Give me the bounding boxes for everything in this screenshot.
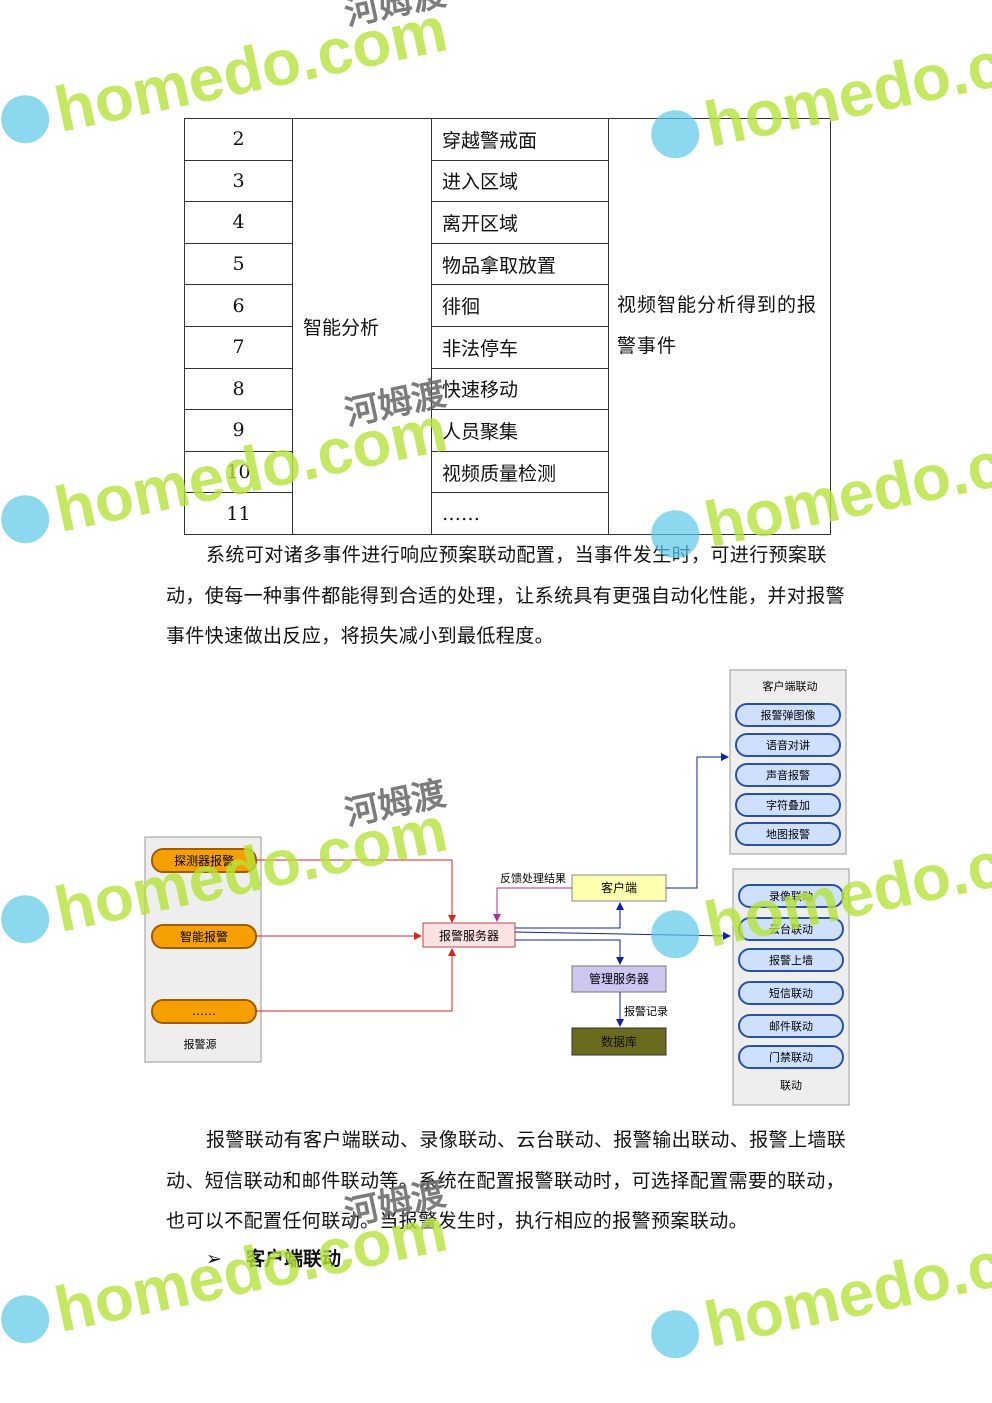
source-more: …… bbox=[151, 999, 257, 1024]
client-linkage-item: 地图报警 bbox=[735, 822, 841, 846]
svg-text:录像联动: 录像联动 bbox=[769, 890, 813, 903]
client-linkage-item: 字符叠加 bbox=[735, 793, 841, 817]
alarm-linkage-diagram: 探测器报警 智能报警 …… 报警源 报警服务器 客户端 反馈处理结果 管理服务器… bbox=[144, 669, 850, 1106]
flower-logo-icon bbox=[1, 1295, 50, 1344]
source-detector: 探测器报警 bbox=[151, 848, 257, 873]
svg-text:地图报警: 地图报警 bbox=[766, 827, 810, 841]
feedback-label: 反馈处理结果 bbox=[500, 872, 566, 885]
svg-text:字符叠加: 字符叠加 bbox=[766, 798, 810, 812]
event-cell: 进入区域 bbox=[431, 159, 609, 203]
table-row: 2 智能分析 穿越警戒面 视频智能分析得到的报警事件 bbox=[184, 118, 831, 535]
arrow-to-client-linkage bbox=[666, 753, 729, 889]
row-number: 5 bbox=[184, 242, 293, 286]
svg-text:邮件联动: 邮件联动 bbox=[769, 1020, 813, 1033]
table-row: 8 快速移动 bbox=[184, 367, 831, 411]
row-number: 8 bbox=[184, 367, 293, 411]
event-cell: …… bbox=[431, 492, 609, 535]
arrow-feedback bbox=[493, 887, 572, 922]
svg-text:客户端: 客户端 bbox=[601, 880, 637, 895]
svg-text:声音报警: 声音报警 bbox=[766, 768, 810, 782]
row-number: 11 bbox=[184, 492, 293, 535]
client-node: 客户端 bbox=[571, 874, 667, 902]
table-row: 7 非法停车 bbox=[184, 325, 831, 369]
event-cell: 视频质量检测 bbox=[431, 450, 609, 494]
row-number: 9 bbox=[184, 409, 293, 452]
alarm-record-label: 报警记录 bbox=[624, 1004, 668, 1018]
flower-logo-icon bbox=[651, 1310, 700, 1359]
event-cell: 人员聚集 bbox=[431, 409, 609, 452]
event-cell: 非法停车 bbox=[431, 325, 609, 369]
arrow-more bbox=[256, 948, 456, 1012]
table-row: 6 徘徊 bbox=[184, 284, 831, 327]
flower-logo-icon bbox=[1, 95, 50, 144]
svg-text:探测器报警: 探测器报警 bbox=[174, 853, 234, 868]
description-cell: 视频智能分析得到的报警事件 bbox=[608, 118, 831, 535]
table-row: 11 …… bbox=[184, 492, 831, 535]
event-cell: 离开区域 bbox=[431, 201, 609, 244]
svg-text:河姆渡: 河姆渡 bbox=[341, 0, 449, 34]
alarm-event-table: 2 智能分析 穿越警戒面 视频智能分析得到的报警事件 3 进入区域 4 离开区域 5… bbox=[184, 118, 831, 535]
alarm-server-node: 报警服务器 bbox=[422, 922, 516, 948]
table-row: 4 离开区域 bbox=[184, 201, 831, 244]
heading-text: 客户端联动 bbox=[246, 1248, 342, 1270]
svg-text:报警服务器: 报警服务器 bbox=[439, 928, 499, 943]
svg-text:短信联动: 短信联动 bbox=[769, 986, 813, 1000]
row-number: 6 bbox=[184, 284, 293, 327]
event-cell: 物品拿取放置 bbox=[431, 242, 609, 286]
linkage-item: 邮件联动 bbox=[738, 1014, 844, 1038]
linkage-item: 云台联动 bbox=[738, 917, 844, 941]
row-number: 10 bbox=[184, 450, 293, 494]
client-linkage-item: 报警弹图像 bbox=[735, 703, 841, 727]
paragraph-text: 报警联动有客户端联动、录像联动、云台联动、报警输出联动、报警上墙联动、短信联动和… bbox=[166, 1129, 847, 1232]
row-number: 2 bbox=[184, 118, 293, 161]
svg-text:……: …… bbox=[192, 1004, 216, 1018]
linkage-item: 报警上墙 bbox=[738, 948, 844, 972]
database-node: 数据库 bbox=[571, 1027, 667, 1056]
mgmt-server-node: 管理服务器 bbox=[571, 965, 667, 993]
paragraph-linkage-config: 系统可对诸多事件进行响应预案联动配置，当事件发生时，可进行预案联动，使每一种事件… bbox=[166, 535, 854, 657]
svg-text:报警弹图像: 报警弹图像 bbox=[761, 708, 816, 722]
linkage-title: 联动 bbox=[780, 1079, 802, 1092]
svg-text:语音对讲: 语音对讲 bbox=[766, 738, 810, 752]
row-number: 4 bbox=[184, 201, 293, 244]
arrow-detector bbox=[256, 859, 456, 923]
event-cell: 穿越警戒面 bbox=[431, 118, 609, 161]
event-cell: 徘徊 bbox=[431, 284, 609, 327]
alarm-source-label: 报警源 bbox=[184, 1037, 217, 1051]
client-linkage-item: 语音对讲 bbox=[735, 733, 841, 757]
table-row: 5 物品拿取放置 bbox=[184, 242, 831, 286]
section-heading: ➢ 客户端联动 bbox=[206, 1244, 341, 1271]
category-cell: 智能分析 bbox=[292, 118, 432, 535]
table-row: 9 人员聚集 bbox=[184, 409, 831, 452]
svg-text:管理服务器: 管理服务器 bbox=[589, 971, 649, 986]
client-linkage-title: 客户端联动 bbox=[763, 679, 818, 693]
linkage-item: 录像联动 bbox=[738, 884, 844, 908]
paragraph-text: 系统可对诸多事件进行响应预案联动配置，当事件发生时，可进行预案联动，使每一种事件… bbox=[166, 544, 846, 647]
svg-text:门禁联动: 门禁联动 bbox=[769, 1050, 813, 1064]
arrow-to-linkage bbox=[514, 931, 731, 940]
event-cell: 快速移动 bbox=[431, 367, 609, 411]
arrow-bullet-icon: ➢ bbox=[206, 1248, 222, 1270]
svg-text:智能报警: 智能报警 bbox=[180, 929, 228, 944]
arrow-to-client bbox=[515, 902, 624, 929]
linkage-item: 门禁联动 bbox=[738, 1045, 844, 1069]
alarm-source-panel bbox=[144, 836, 262, 1063]
row-number: 7 bbox=[184, 325, 293, 369]
table-row: 10 视频质量检测 bbox=[184, 450, 831, 494]
table-row: 3 进入区域 bbox=[184, 159, 831, 203]
arrow-to-mgmt bbox=[515, 939, 624, 965]
source-smart: 智能报警 bbox=[151, 924, 257, 949]
svg-text:云台联动: 云台联动 bbox=[769, 922, 813, 936]
paragraph-linkage-types: 报警联动有客户端联动、录像联动、云台联动、报警输出联动、报警上墙联动、短信联动和… bbox=[166, 1120, 854, 1242]
client-linkage-item: 声音报警 bbox=[735, 763, 841, 787]
row-number: 3 bbox=[184, 159, 293, 203]
flower-logo-icon bbox=[1, 495, 50, 544]
svg-text:数据库: 数据库 bbox=[601, 1034, 637, 1049]
linkage-item: 短信联动 bbox=[738, 981, 844, 1005]
svg-text:报警上墙: 报警上墙 bbox=[769, 953, 813, 967]
